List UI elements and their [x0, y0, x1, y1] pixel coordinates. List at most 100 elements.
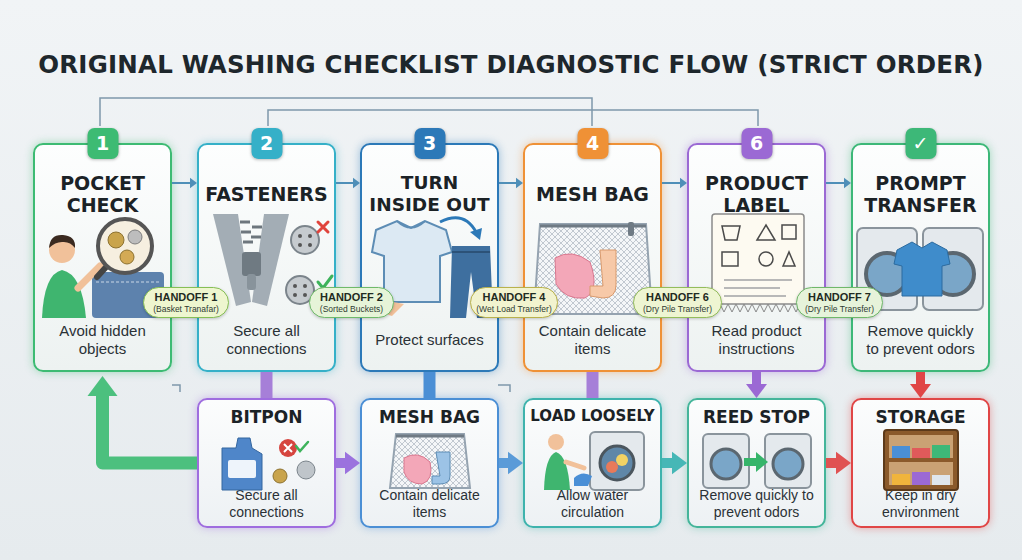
care-label-icon — [712, 214, 804, 304]
load-loosely-icon — [574, 473, 592, 486]
heading-cell: PROMPT TRANSFER — [859, 170, 982, 218]
fastener-icon — [293, 284, 297, 288]
fastener-icon — [308, 243, 312, 247]
arrow-head — [844, 178, 851, 189]
handoff-title: HANDOFF 6 — [646, 291, 709, 304]
arrow-head — [353, 178, 360, 189]
flow-connector — [662, 178, 687, 189]
body-cell: Protect surfaces — [369, 320, 490, 360]
connector-line — [826, 458, 839, 468]
handoff-pill: HANDOFF 2(Sorted Buckets) — [309, 287, 394, 318]
fastener-icon — [252, 214, 289, 306]
mesh-bag-small-icon — [390, 434, 470, 488]
handoff-title: HANDOFF 7 — [808, 291, 871, 304]
care-label-icon — [722, 252, 738, 266]
connector-line — [336, 458, 348, 468]
connector-line — [662, 182, 681, 184]
step-description: Contain delicate items — [368, 487, 491, 521]
heading-cell: REED STOP — [694, 405, 819, 429]
handoff-pill: HANDOFF 4(Wet Load Transfer) — [470, 287, 558, 318]
pocket-check-icon — [78, 266, 100, 288]
fastener-icon — [298, 234, 302, 238]
flow-connector — [592, 372, 593, 398]
flow-connector — [266, 372, 267, 398]
flow-connector — [826, 452, 851, 475]
arrow-head — [190, 178, 197, 189]
step-description: Secure all connections — [206, 322, 327, 358]
overline-connector — [172, 385, 180, 392]
step-number-badge: 1 — [87, 128, 118, 159]
load-loosely-icon — [590, 432, 644, 490]
step-heading: PRODUCT LABEL — [695, 172, 818, 216]
pocket-check-icon — [92, 272, 164, 318]
handoff-pill: HANDOFF 6(Dry Pile Transfer) — [633, 287, 722, 318]
mesh-bag-small-icon — [432, 452, 450, 484]
fastener-icon — [318, 222, 328, 232]
handoff-pill: HANDOFF 7(Dry Pile Transfer) — [796, 287, 883, 318]
fastener-icon — [247, 274, 256, 290]
handoff-title: HANDOFF 4 — [483, 291, 546, 304]
mesh-bag-small-icon — [390, 434, 470, 488]
storage-cabinet-icon — [884, 430, 958, 490]
step-box: REED STOPRemove quickly to prevent odors — [687, 398, 826, 528]
fastener-icon — [303, 293, 307, 297]
step-description: Read product instructions — [696, 322, 817, 358]
overline-connector — [268, 110, 758, 126]
body-cell: Secure all connections — [205, 486, 328, 522]
heading-cell: PRODUCT LABEL — [695, 170, 818, 218]
process-box: 6PRODUCT LABELRead product instructions — [687, 143, 826, 372]
heading-cell: TURN INSIDE OUT — [368, 170, 491, 218]
step-heading: MESH BAG — [379, 407, 480, 427]
handoff-subtitle: (Dry Pile Transfer) — [805, 304, 874, 314]
fastener-icon — [240, 222, 262, 242]
storage-cabinet-icon — [912, 448, 930, 458]
care-label-icon — [782, 225, 796, 239]
reed-stop-icon — [744, 458, 758, 466]
flow-connector — [499, 178, 523, 189]
inside-out-icon — [381, 300, 404, 316]
detergent-icon — [222, 438, 262, 490]
reed-stop-icon — [711, 449, 741, 479]
storage-cabinet-icon — [892, 446, 910, 458]
heading-cell: MESH BAG — [367, 405, 492, 429]
heading-cell: STORAGE — [858, 405, 983, 429]
fastener-icon — [213, 214, 332, 306]
care-label-icon — [722, 226, 740, 240]
step-heading: TURN INSIDE OUT — [368, 172, 491, 216]
connector-line — [587, 372, 599, 398]
connector-line — [499, 182, 517, 184]
storage-cabinet-icon — [889, 435, 953, 458]
arrow-head — [672, 452, 687, 475]
connector-line — [826, 182, 845, 184]
body-cell: Keep in dry environment — [859, 486, 982, 522]
storage-cabinet-icon — [932, 475, 950, 485]
storage-cabinet-icon — [889, 462, 953, 485]
care-label-icon — [712, 214, 804, 312]
connector-line — [752, 372, 761, 387]
mesh-bag-icon — [590, 250, 616, 298]
step-number-badge: 4 — [577, 128, 608, 159]
connector-line — [424, 372, 436, 398]
reed-stop-icon — [765, 434, 811, 488]
care-label-icon — [712, 304, 804, 312]
pocket-check-icon — [120, 250, 134, 264]
pocket-check-icon — [128, 230, 142, 244]
mesh-bag-icon — [540, 225, 646, 228]
step-heading: REED STOP — [703, 407, 810, 427]
washer-transfer-icon — [923, 228, 983, 310]
handoff-subtitle: (Wet Load Transfer) — [476, 304, 551, 314]
pocket-check-icon — [96, 281, 160, 282]
step-box: MESH BAG Contain delicate items — [360, 398, 499, 528]
step-heading: MESH BAG — [536, 183, 649, 205]
fastener-icon — [213, 214, 251, 306]
handoff-subtitle: (Sorted Buckets) — [320, 304, 383, 314]
pocket-check-icon — [42, 270, 86, 318]
fastener-icon — [293, 293, 297, 297]
body-cell: Allow water circulation — [531, 486, 654, 522]
connector-line — [172, 182, 191, 184]
care-label-icon — [724, 280, 792, 296]
storage-cabinet-icon — [892, 474, 910, 485]
flow-connector — [336, 452, 360, 475]
body-cell: Remove quickly to prevent odors — [860, 320, 981, 360]
